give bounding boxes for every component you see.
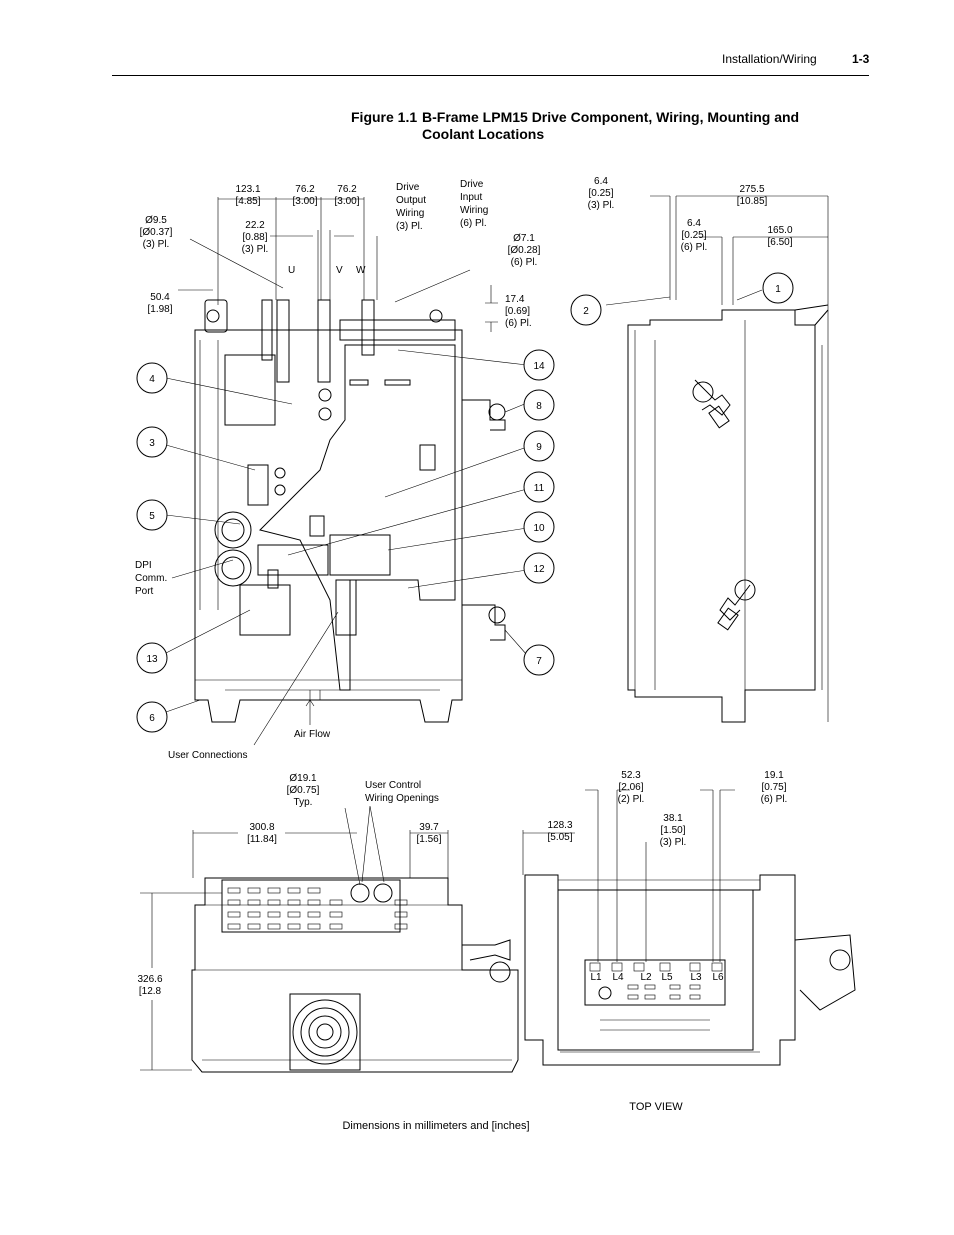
dim-76-a: 76.2[3.00] [292,184,317,207]
dim-165: 165.0[6.50] [767,225,792,248]
callout-7: 7 [536,656,542,667]
callout-2: 2 [583,306,589,317]
page-number: 1-3 [852,52,870,66]
label-top-view: TOP VIEW [629,1101,683,1113]
label-user-connections: User Connections [168,750,247,761]
dim-300-8: 300.8[11.84] [247,822,277,845]
callout-6: 6 [149,713,155,724]
dim-19-1: Ø19.1[Ø0.75]Typ. [287,773,320,808]
phase-u: U [288,265,295,276]
dim-38-1: 38.1[1.50](3) Pl. [660,813,687,848]
terminal-l2: L2 [640,972,652,983]
dim-275-5: 275.5[10.85] [737,184,768,207]
callout-10: 10 [533,523,545,534]
dim-22-2: 22.2[0.88](3) Pl. [242,220,269,255]
dim-6-4-a: 6.4[0.25](3) Pl. [588,176,615,211]
callout-8: 8 [536,401,542,412]
terminal-l6: L6 [712,972,724,983]
dim-128-3: 128.3[5.05] [547,820,572,843]
dim-39-7: 39.7[1.56] [416,822,441,845]
dim-76-b: 76.2[3.00] [334,184,359,207]
footer-note: Dimensions in millimeters and [inches] [342,1120,529,1132]
dim-19-1-b: 19.1[0.75](6) Pl. [761,770,788,805]
dim-123: 123.1[4.85] [235,184,260,207]
terminal-l4: L4 [612,972,624,983]
phase-v: V [336,265,343,276]
side-view: 6.4[0.25](3) Pl. 275.5[10.85] 6.4[0.25](… [570,176,829,723]
callout-1: 1 [775,284,781,295]
phase-w: W [356,265,366,276]
terminal-l5: L5 [661,972,673,983]
callout-3: 3 [149,438,155,449]
terminal-l1: L1 [590,972,602,983]
callout-5: 5 [149,511,155,522]
dim-50-4: 50.4[1.98] [147,292,172,315]
callout-11: 11 [534,483,545,494]
callout-4: 4 [149,374,155,385]
top-view: 52.3[2.06](2) Pl. 19.1[0.75](6) Pl. 128.… [522,770,856,1113]
dim-326-6: 326.6[12.8 [137,974,162,997]
dim-6-4-b: 6.4[0.25](6) Pl. [681,218,708,253]
terminal-l3: L3 [690,972,702,983]
figure-number: Figure 1.1 [351,109,418,125]
dim-7-1: Ø7.1[Ø0.28](6) Pl. [508,233,541,268]
header-rule [112,75,869,76]
callout-13: 13 [146,654,158,665]
dim-52-3: 52.3[2.06](2) Pl. [618,770,645,805]
figure-title: B-Frame LPM15 Drive Component, Wiring, M… [422,109,800,142]
dim-17-4: 17.4[0.69](6) Pl. [505,294,532,329]
callout-14: 14 [533,361,545,372]
running-header-section: Installation/Wiring [722,52,817,66]
label-air-flow: Air Flow [294,729,331,740]
dim-9-5: Ø9.5[Ø0.37](3) Pl. [140,215,173,250]
callout-12: 12 [533,564,545,575]
callout-9: 9 [536,442,542,453]
